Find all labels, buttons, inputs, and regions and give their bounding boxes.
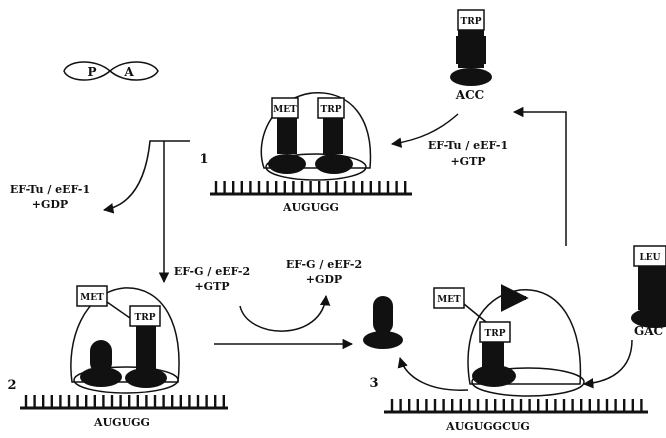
trp-trna: [323, 118, 343, 154]
step-number-2: 2: [7, 378, 16, 393]
step-number-3: 3: [369, 376, 378, 391]
efg-gtp-name: EF-G / eEF-2: [174, 265, 250, 278]
eftu-gtp-cofactor: +GTP: [450, 155, 485, 168]
trp-tag-label: TRP: [135, 313, 156, 323]
met-tag-label: MET: [273, 105, 297, 115]
efg-gdp-cofactor: +GDP: [306, 273, 342, 286]
anticodon-acc: ACC: [455, 88, 484, 102]
peptide-bond: [464, 304, 486, 322]
trna-release-arrow: [400, 358, 468, 390]
mrna-sequence-3: AUGUGGCUG: [445, 420, 530, 433]
efg-cycle-arrow: [240, 296, 326, 331]
efg-gtp-cofactor: +GTP: [194, 280, 229, 293]
eftu-gtp-name: EF-Tu / eEF-1: [428, 139, 508, 152]
trp-tag-label: TRP: [485, 329, 506, 339]
efg-translocation: EF-G / eEF-2 +GTP EF-G / eEF-2 +GDP: [174, 258, 362, 344]
leu-trna-entry-arrow: [584, 340, 632, 384]
leu-tag-label: LEU: [639, 253, 660, 263]
efg-gdp-name: EF-G / eEF-2: [286, 258, 362, 271]
leu-trna-stem: [638, 266, 666, 310]
met-tag-label: MET: [437, 295, 461, 305]
mrna-sequence-1: AUGUGG: [282, 201, 339, 214]
ribosome-site-legend: P A: [64, 62, 158, 80]
trp-tag-label: TRP: [461, 17, 482, 27]
cycle-return-arrow: [514, 112, 566, 246]
mrna-bases: [26, 395, 224, 408]
incoming-leu-trna: LEU GAC: [631, 246, 666, 338]
eftu-gdp-cofactor: +GDP: [32, 198, 68, 211]
peptide-bond: [107, 302, 130, 318]
eftu-gdp-name: EF-Tu / eEF-1: [10, 183, 90, 196]
trna-anticodon-loop: [450, 68, 492, 86]
step-3-complex: MET TRP AUGUGGCUG 3: [369, 288, 648, 433]
anticodon-gac: GAC: [634, 324, 663, 338]
mrna-sequence-2: AUGUGG: [93, 416, 150, 429]
met-trna: [277, 118, 297, 154]
peptidyl-trna: [136, 324, 156, 372]
trp-tag-label: TRP: [321, 105, 342, 115]
released-trna: [363, 296, 403, 349]
released-trna-stem: [373, 296, 393, 334]
ribosome-sites-outline: [64, 62, 158, 80]
step-number-1: 1: [199, 152, 208, 167]
eftu-gdp-arrow: EF-Tu / eEF-1 +GDP: [10, 141, 190, 211]
trna-stem: [458, 30, 484, 68]
mrna-bases: [216, 181, 405, 194]
p-site-label: P: [87, 65, 96, 79]
mrna-bases: [392, 399, 641, 412]
incoming-trp-trna: TRP ACC: [450, 10, 492, 102]
met-tag-label: MET: [80, 293, 104, 303]
eftu-gtp-arrow: EF-Tu / eEF-1 +GTP: [392, 114, 508, 168]
step-2-complex: MET TRP AUGUGG 2: [7, 286, 228, 429]
a-site-label: A: [123, 65, 134, 79]
step-1-complex: MET TRP AUGUGG 1: [199, 93, 412, 214]
